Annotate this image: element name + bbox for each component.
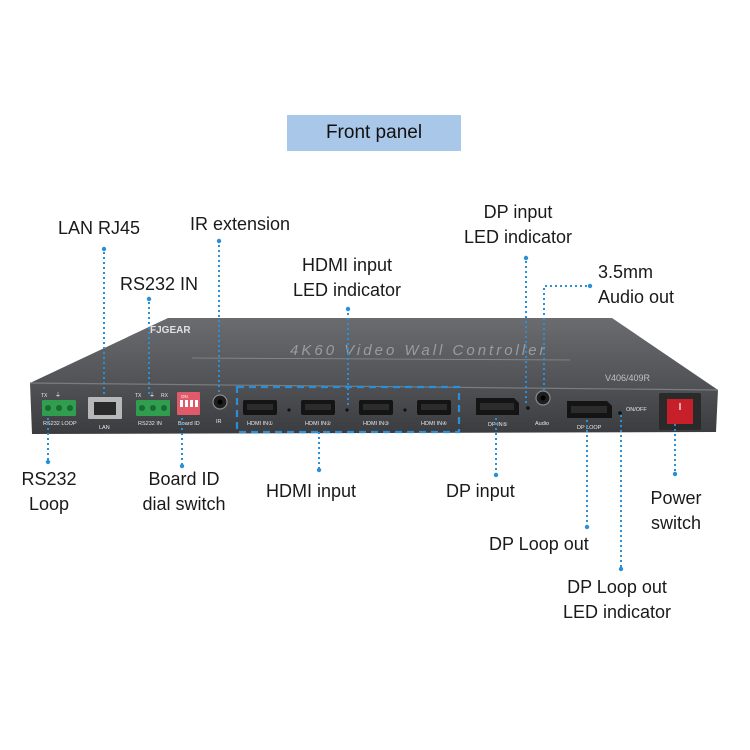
svg-text:⏚: ⏚ xyxy=(55,392,61,399)
svg-text:HDMI IN②: HDMI IN② xyxy=(305,420,331,427)
label-hdmi-led-line2: LED indicator xyxy=(292,280,402,300)
hdmi-led-3 xyxy=(403,408,407,412)
svg-text:ON/OFF: ON/OFF xyxy=(626,407,647,413)
hdmi-port-4: HDMI IN④ xyxy=(417,400,451,427)
label-power-line1: Power xyxy=(650,488,702,508)
svg-text:TX: TX xyxy=(135,393,142,399)
label-dp-loop-led: DP Loop out LED indicator xyxy=(550,575,684,625)
svg-text:RS232 LOOP: RS232 LOOP xyxy=(43,421,77,427)
label-dp-led: DP input LED indicator xyxy=(448,200,588,250)
label-rs232-loop: RS232 Loop xyxy=(14,467,84,517)
label-board-id-line2: dial switch xyxy=(142,494,226,514)
label-dp-input: DP input xyxy=(446,481,515,501)
svg-text:⏚: ⏚ xyxy=(149,392,155,399)
label-rs232-in: RS232 IN xyxy=(120,274,199,294)
label-dp-led-line1: DP input xyxy=(483,202,553,222)
hdmi-highlight-box xyxy=(235,385,461,434)
label-hdmi-led-line1: HDMI input xyxy=(301,255,393,275)
label-power-switch: Power switch xyxy=(638,486,714,536)
label-board-id-line1: Board ID xyxy=(148,469,220,489)
label-dp-loop-out: DP Loop out xyxy=(489,534,589,554)
label-lan-rj45: LAN RJ45 xyxy=(58,218,141,238)
label-dp-led-line2: LED indicator xyxy=(463,227,573,247)
label-dp-loop-led-line2: LED indicator xyxy=(562,602,672,622)
dp-in-port: DP IN⑤ xyxy=(476,398,519,428)
power-rocker xyxy=(667,399,693,424)
svg-text:LAN: LAN xyxy=(99,425,110,431)
label-audio-line2: Audio out xyxy=(598,287,675,307)
hdmi-port-1: HDMI IN① xyxy=(243,400,277,427)
label-ir-extension: IR extension xyxy=(190,214,291,234)
board-id-dip-switch xyxy=(177,392,200,415)
svg-text:DP LOOP: DP LOOP xyxy=(577,425,602,431)
model-number: V406/409R xyxy=(605,373,651,383)
label-rs232-loop-line2: Loop xyxy=(28,494,70,514)
model-text: 4K60 Video Wall Controller xyxy=(290,342,548,359)
dp-in-led xyxy=(526,406,530,410)
hdmi-port-2: HDMI IN② xyxy=(301,400,335,427)
svg-text:HDMI IN④: HDMI IN④ xyxy=(421,420,447,427)
dp-loop-led xyxy=(618,411,622,415)
label-audio-out: 3.5mm Audio out xyxy=(598,260,674,310)
label-audio-line1: 3.5mm xyxy=(598,262,654,282)
label-power-line2: switch xyxy=(650,513,701,533)
svg-text:DP IN⑤: DP IN⑤ xyxy=(488,421,508,428)
chassis-top xyxy=(30,318,718,390)
label-dp-loop-led-line1: DP Loop out xyxy=(567,577,667,597)
brand-logo: FJGEAR xyxy=(150,325,191,336)
label-hdmi-led: HDMI input LED indicator xyxy=(272,253,422,303)
label-hdmi-input: HDMI input xyxy=(266,481,357,501)
svg-text:HDMI IN③: HDMI IN③ xyxy=(363,420,389,427)
hdmi-port-3: HDMI IN③ xyxy=(359,400,393,427)
hdmi-led-2 xyxy=(345,408,349,412)
svg-text:RX: RX xyxy=(161,393,169,399)
svg-text:HDMI IN①: HDMI IN① xyxy=(247,420,273,427)
label-board-id: Board ID dial switch xyxy=(128,467,240,517)
svg-text:ON: ON xyxy=(181,394,188,399)
label-rs232-loop-line1: RS232 xyxy=(21,469,77,489)
dp-loop-port: DP LOOP xyxy=(567,401,612,431)
hdmi-led-1 xyxy=(287,408,291,412)
svg-text:Audio: Audio xyxy=(535,421,549,427)
leader-dots xyxy=(45,238,678,572)
svg-text:IR: IR xyxy=(216,419,222,425)
svg-text:Board ID: Board ID xyxy=(178,421,200,427)
leader-lines xyxy=(47,240,676,569)
svg-text:TX: TX xyxy=(41,393,48,399)
svg-text:RS232 IN: RS232 IN xyxy=(138,421,162,427)
front-panel-title: Front panel xyxy=(287,115,461,151)
